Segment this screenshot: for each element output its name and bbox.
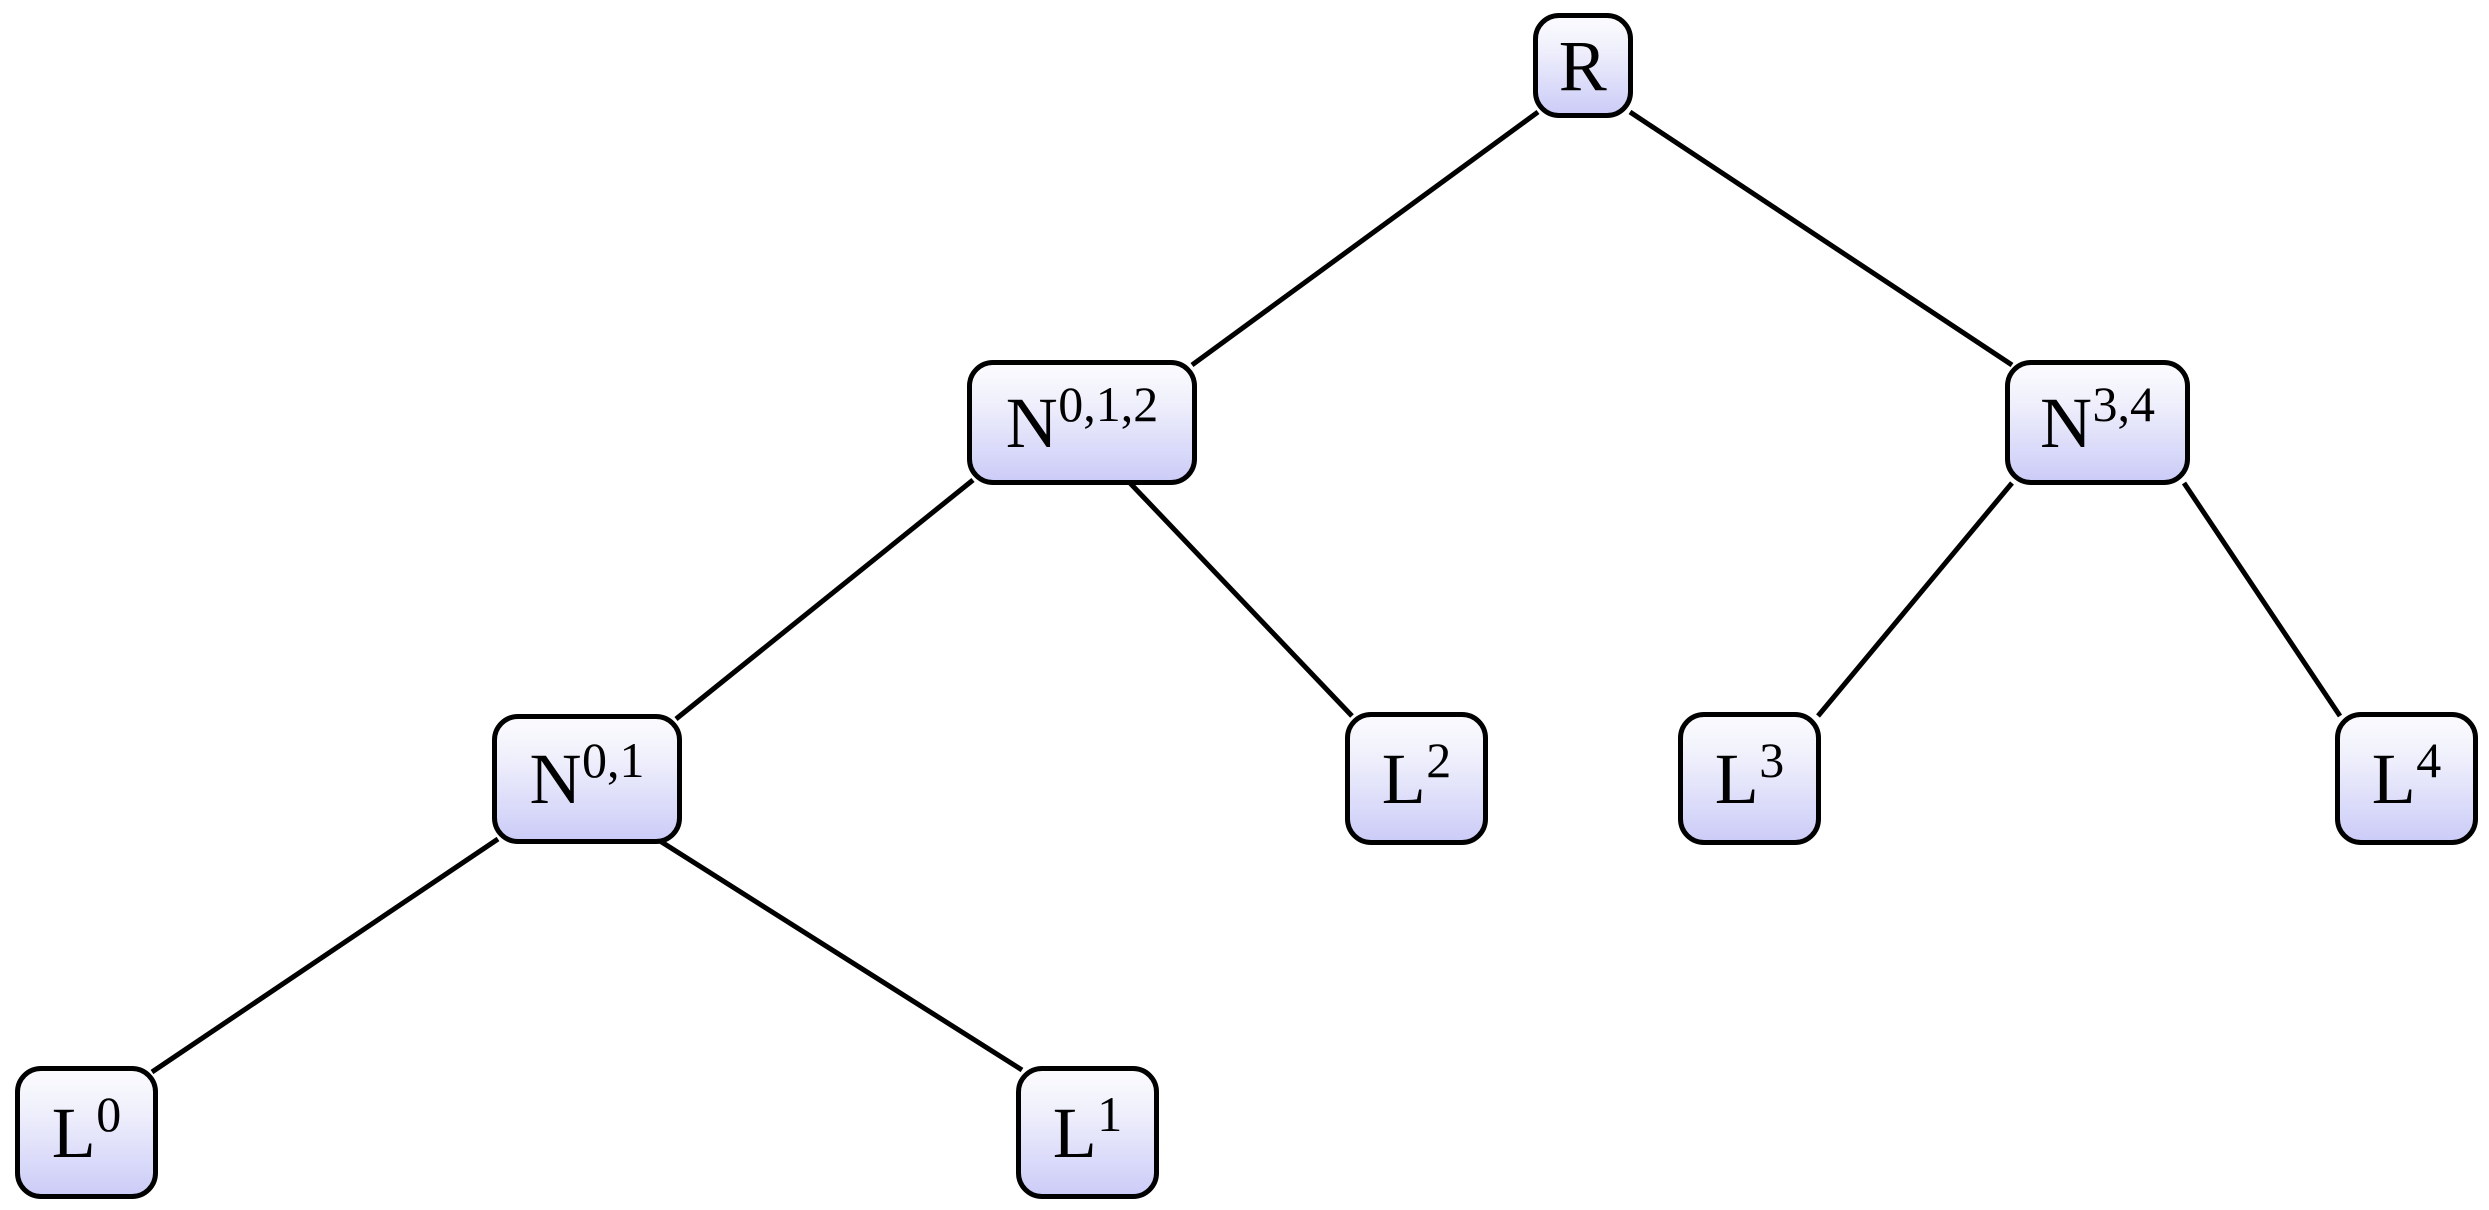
tree-node-superscript: 1 <box>1097 1085 1123 1142</box>
tree-node-base-letter: L <box>51 1092 97 1173</box>
tree-node-superscript: 0 <box>96 1085 122 1142</box>
tree-node-superscript: 3,4 <box>2092 375 2156 432</box>
tree-node-l3[interactable]: L3 <box>1678 712 1821 845</box>
tree-node-base-letter: L <box>1714 738 1760 819</box>
tree-node-n34[interactable]: N3,4 <box>2005 360 2190 485</box>
tree-node-superscript: 4 <box>2416 731 2442 788</box>
tree-node-base-letter: N <box>1005 382 1059 463</box>
tree-node-label: L1 <box>1053 1089 1122 1169</box>
tree-node-label: L0 <box>52 1089 121 1169</box>
tree-node-superscript: 2 <box>1426 731 1452 788</box>
tree-node-l4[interactable]: L4 <box>2335 712 2478 845</box>
tree-node-label: L3 <box>1715 735 1784 815</box>
tree-node-label: R <box>1559 30 1608 102</box>
tree-node-label: L4 <box>2372 735 2441 815</box>
tree-node-n01[interactable]: N0,1 <box>492 714 682 844</box>
tree-node-l1[interactable]: L1 <box>1016 1066 1159 1199</box>
tree-node-n012[interactable]: N0,1,2 <box>967 360 1197 485</box>
tree-node-label: L2 <box>1382 735 1451 815</box>
tree-node-base-letter: R <box>1558 25 1608 106</box>
tree-node-label: N0,1 <box>530 735 645 815</box>
tree-node-superscript: 3 <box>1759 731 1785 788</box>
tree-node-l0[interactable]: L0 <box>15 1066 158 1199</box>
tree-node-l2[interactable]: L2 <box>1345 712 1488 845</box>
tree-node-base-letter: N <box>2040 382 2093 463</box>
tree-node-superscript: 0,1,2 <box>1058 375 1159 432</box>
tree-node-label: N0,1,2 <box>1006 379 1159 459</box>
tree-node-label: N3,4 <box>2040 379 2155 459</box>
tree-node-superscript: 0,1 <box>582 732 645 788</box>
tree-node-root[interactable]: R <box>1533 13 1633 118</box>
tree-node-base-letter: L <box>1052 1092 1098 1173</box>
tree-node-base-letter: N <box>529 739 582 819</box>
tree-node-base-letter: L <box>1381 738 1427 819</box>
tree-node-base-letter: L <box>2371 738 2417 819</box>
